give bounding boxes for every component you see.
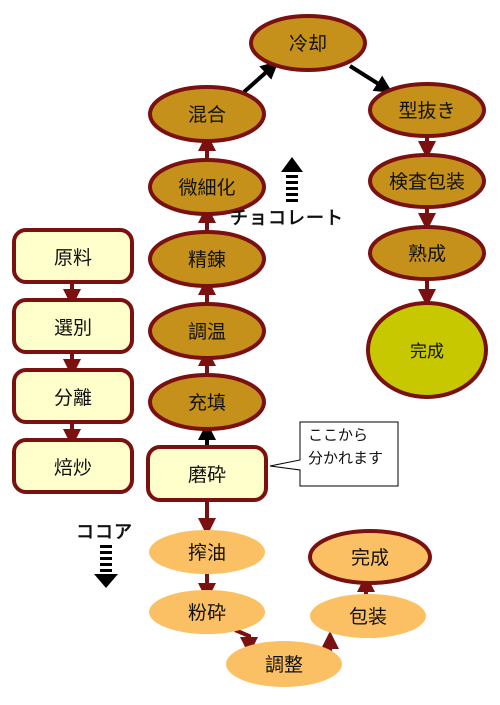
raw-step: 焙炒 — [12, 438, 134, 494]
chocolate-step-mold: 型抜き — [368, 82, 486, 138]
chocolate-branch-label: チョコレート — [230, 208, 344, 229]
svg-text:充填: 充填 — [188, 392, 226, 414]
raw-step: 分離 — [12, 368, 134, 424]
svg-text:完成: 完成 — [410, 342, 444, 362]
svg-text:完成: 完成 — [351, 547, 389, 569]
svg-text:微細化: 微細化 — [178, 177, 235, 199]
cocoa-step-press: 搾油 — [149, 530, 265, 574]
svg-text:包装: 包装 — [349, 606, 387, 628]
chocolate-step-done: 完成 — [366, 301, 488, 399]
chocolate-step-mature: 熟成 — [368, 225, 486, 281]
svg-text:検査包装: 検査包装 — [389, 171, 465, 193]
svg-text:熟成: 熟成 — [408, 243, 446, 265]
callout-text: ここから 分かれます — [300, 424, 404, 470]
raw-step-label: 選別 — [54, 317, 92, 339]
cocoa-branch-label: ココア — [76, 522, 133, 543]
svg-text:粉砕: 粉砕 — [188, 602, 226, 624]
chocolate-step-refine: 精錬 — [148, 230, 266, 288]
cocoa-process: 搾油 粉砕 調整 包装 完成 — [149, 529, 432, 687]
cocoa-step-done: 完成 — [308, 529, 432, 585]
grind-step-label: 磨砕 — [188, 464, 226, 486]
svg-text:調整: 調整 — [265, 654, 303, 676]
callout-bubble — [269, 421, 399, 487]
svg-text:調温: 調温 — [188, 321, 226, 343]
raw-step-label: 分離 — [54, 387, 92, 409]
callout-line: 分かれます — [308, 449, 384, 467]
raw-step-label: 焙炒 — [54, 457, 92, 479]
chocolate-step-mix: 混合 — [148, 85, 266, 143]
chocolate-step-inspect-package: 検査包装 — [368, 153, 486, 209]
chocolate-step-fill: 充填 — [148, 373, 266, 431]
cocoa-step-pulverize: 粉砕 — [149, 590, 265, 634]
cocoa-step-adjust: 調整 — [226, 641, 342, 687]
callout-line: ここから — [308, 426, 369, 444]
cocoa-direction-arrow — [94, 545, 118, 588]
svg-text:搾油: 搾油 — [188, 542, 226, 564]
chocolate-process: 充填 調温 精錬 微細化 混合 冷却 型抜き 検査包装 — [148, 14, 488, 431]
chocolate-step-temper: 調温 — [148, 302, 266, 360]
cocoa-step-package: 包装 — [310, 594, 426, 638]
grind-step: 磨砕 — [146, 445, 268, 502]
arrow-mix-to-cool — [242, 61, 279, 94]
raw-step: 選別 — [12, 298, 134, 354]
raw-step: 原料 — [12, 228, 134, 284]
raw-step-label: 原料 — [54, 247, 92, 269]
svg-text:精錬: 精錬 — [188, 249, 226, 271]
svg-text:混合: 混合 — [188, 104, 226, 126]
chocolate-direction-arrow — [281, 157, 303, 202]
chocolate-step-cool: 冷却 — [249, 14, 367, 72]
raw-process: 原料 選別 分離 焙炒 — [12, 228, 134, 494]
arrow-pulverize-to-adjust — [234, 628, 258, 655]
chocolate-step-micronize: 微細化 — [148, 158, 266, 216]
svg-text:型抜き: 型抜き — [398, 100, 455, 122]
svg-text:冷却: 冷却 — [289, 33, 327, 55]
arrow-cool-to-mold — [348, 64, 393, 93]
